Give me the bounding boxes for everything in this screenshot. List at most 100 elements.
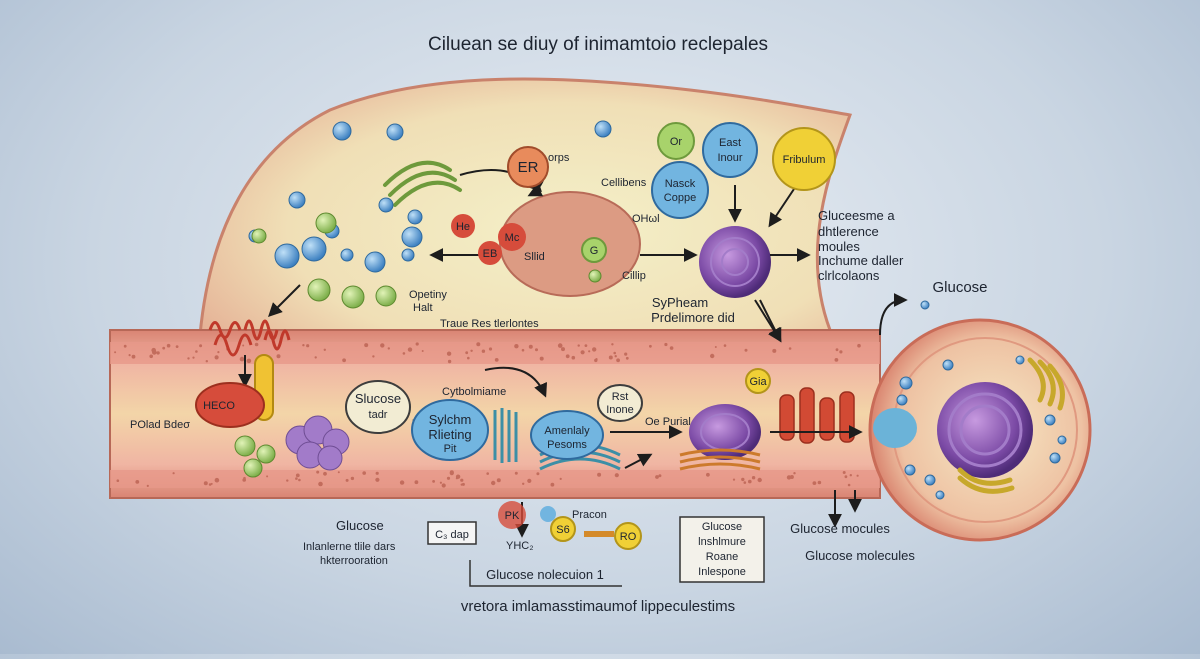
vessel-wall-dot xyxy=(414,480,419,485)
label-glucose-molecule-1: Glucose nolecuion 1 xyxy=(486,567,604,582)
green-vesicle xyxy=(341,285,365,309)
vessel-wall-dot xyxy=(342,358,346,363)
blue-vesicle xyxy=(401,248,415,262)
vessel-wall-dot xyxy=(723,344,727,347)
vessel-wall-dot xyxy=(210,482,213,485)
vesicles xyxy=(234,120,1067,500)
blue-vesicle xyxy=(935,490,945,500)
green-vesicle xyxy=(375,285,397,307)
vessel-wall-dot xyxy=(577,344,580,347)
label-ro: RO xyxy=(620,531,637,543)
vessel-wall-dot xyxy=(214,355,219,360)
vessel-wall-dot xyxy=(751,476,756,480)
label-halt: Halt xyxy=(413,302,433,314)
arrow-13 xyxy=(624,453,653,469)
vessel-wall-dot xyxy=(732,478,736,481)
blue-vesicle xyxy=(364,251,386,273)
vessel-wall-top xyxy=(110,342,880,364)
blue-vesicle xyxy=(274,243,300,269)
label-inone: Inone xyxy=(606,404,634,416)
vessel-nucleus xyxy=(689,404,761,460)
vessel-wall-dot xyxy=(817,480,822,485)
upper-nucleus xyxy=(699,226,771,298)
label-tadr: tadr xyxy=(369,409,388,421)
vessel-wall-dot xyxy=(608,355,613,360)
vessel-wall-dot xyxy=(706,472,710,477)
vessel-wall-dot xyxy=(476,342,481,347)
label-yhc2: YHC₂ xyxy=(506,540,534,552)
green-vesicle xyxy=(251,228,267,244)
vessel-wall-dot xyxy=(460,483,463,486)
green-vesicle xyxy=(256,444,276,464)
vessel-wall-dot xyxy=(741,477,745,482)
label-glucose-text-3: moules xyxy=(818,239,860,254)
vessel-wall-dot xyxy=(131,354,136,359)
label-glucose-box-3: Roane xyxy=(706,551,738,563)
large-cell-nucleus xyxy=(937,382,1033,478)
blue-vesicle xyxy=(924,474,936,486)
vessel-wall-dot xyxy=(481,349,486,353)
arrow-8 xyxy=(268,284,301,317)
vessel-wall-dot xyxy=(521,348,525,352)
label-glucose-text-4: Inchume daller xyxy=(818,253,904,268)
vessel-wall-dot xyxy=(536,472,540,476)
vessel-wall-dot xyxy=(748,479,752,484)
label-glucose-text-5: clrlcolaons xyxy=(818,268,880,283)
label-pesoms: Pesoms xyxy=(547,439,587,451)
label-cillip: Cillip xyxy=(622,270,646,282)
label-boxes xyxy=(427,516,765,587)
vessel-wall-dot xyxy=(743,481,747,484)
vessel-wall-dot xyxy=(439,481,442,484)
vessel-wall-dot xyxy=(447,359,452,364)
vessel-wall-dot xyxy=(407,347,413,352)
vessel-wall-dot xyxy=(839,350,843,354)
vessel-wall-dot xyxy=(172,472,175,475)
label-glucose-molecules: Glucose molecules xyxy=(805,548,915,563)
label-or: Or xyxy=(670,136,683,148)
green-vesicle xyxy=(588,269,602,283)
vessel-wall-dot xyxy=(857,343,861,348)
vessel-wall-dot xyxy=(146,484,149,487)
label-opetiny: Opetiny xyxy=(409,289,447,301)
vessel-wall-dot xyxy=(847,483,851,487)
vessel-wall-dot xyxy=(812,481,817,485)
vessel-wall-dot xyxy=(664,342,668,347)
vessel-wall-dot xyxy=(151,347,156,353)
vessel-wall-dot xyxy=(834,358,839,362)
vessel-wall-dot xyxy=(254,342,259,347)
vessel-wall-dot xyxy=(460,478,464,482)
vessel-wall-dot xyxy=(205,360,208,363)
vessel-wall-dot xyxy=(350,476,355,481)
vessel-wall-dot xyxy=(465,351,469,355)
vessel-wall-dot xyxy=(449,470,454,475)
vessel-wall-dot xyxy=(496,478,501,483)
vessel-wall-dot xyxy=(793,472,796,475)
vessel-wall-dot xyxy=(246,358,252,364)
vessel-wall-dot xyxy=(514,344,519,349)
vessel-wall-dot xyxy=(561,347,565,352)
vessel-wall-dot xyxy=(214,477,220,483)
vessel-wall-dot xyxy=(550,482,555,487)
green-vesicle xyxy=(307,278,331,302)
blue-vesicle xyxy=(1015,355,1025,365)
blue-vesicle xyxy=(1044,414,1056,426)
vessel-wall-dot xyxy=(217,351,220,354)
vessel-wall-dot xyxy=(295,473,300,478)
label-coppe: Coppe xyxy=(664,192,696,204)
label-rst: Rst xyxy=(612,391,629,403)
vessel-wall-dot xyxy=(772,348,777,353)
arrow-16 xyxy=(879,293,908,336)
blue-vesicle xyxy=(401,226,423,248)
vessel-wall-dot xyxy=(187,357,190,360)
vessel-wall-dot xyxy=(844,475,848,479)
upper-nucleus-ring-2 xyxy=(721,248,749,276)
label-sylchm: Sylchm xyxy=(429,412,472,427)
vessel-wall-dot xyxy=(128,354,131,357)
vessel-wall-dot xyxy=(149,354,153,359)
vessel-wall-dot xyxy=(788,347,792,350)
vessel-wall-dot xyxy=(856,474,859,477)
vessel-wall-dot xyxy=(114,351,117,354)
label-inour: Inour xyxy=(717,152,742,164)
vessel-wall-dot xyxy=(611,343,614,346)
